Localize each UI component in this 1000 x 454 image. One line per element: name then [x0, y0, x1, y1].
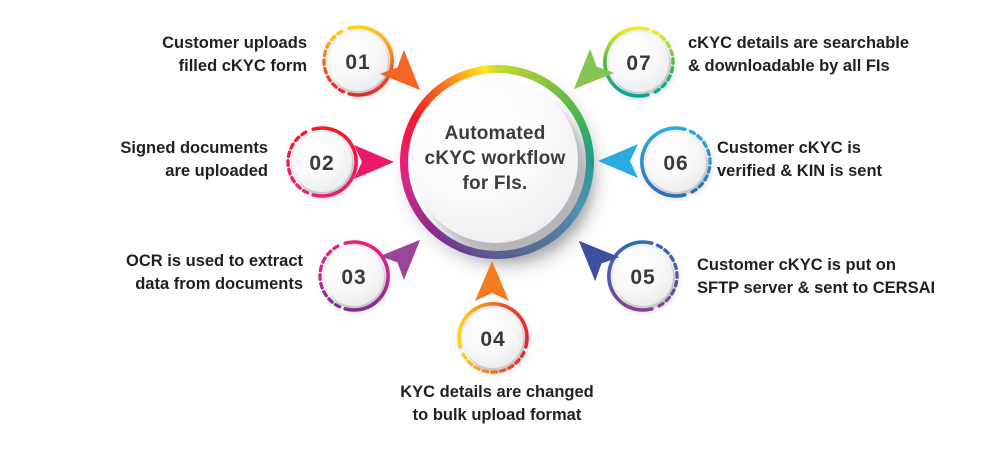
diagram-title-line: Automated — [444, 122, 546, 144]
center-hub: Automated cKYC workflow for FIs. — [412, 77, 578, 243]
step-03-number: 03 — [341, 266, 366, 289]
step-03-label: OCR is used to extract data from documen… — [83, 250, 303, 296]
diagram-title: Automated cKYC workflow for FIs. — [425, 121, 566, 196]
step-05-label-line: Customer cKYC is put on — [697, 256, 896, 274]
step-07-badge: 07 — [603, 26, 675, 98]
diagram-title-line: cKYC workflow — [424, 147, 566, 169]
step-01-label-line: Customer uploads — [162, 34, 307, 52]
step-04-label-line: to bulk upload format — [412, 406, 582, 424]
step-06-arrow-icon — [598, 144, 638, 178]
step-02-label: Signed documents are uploaded — [48, 137, 268, 183]
step-01-label-line: filled cKYC form — [178, 57, 307, 75]
step-03-badge: 03 — [318, 240, 390, 312]
step-07-label-line: & downloadable by all FIs — [688, 57, 890, 75]
step-05-label-line: SFTP server & sent to CERSAI — [697, 279, 936, 297]
step-01-number: 01 — [345, 51, 370, 74]
step-07-number: 07 — [626, 52, 651, 75]
step-04-number: 04 — [480, 328, 505, 351]
step-02-number: 02 — [309, 152, 334, 175]
step-06-label-line: Customer cKYC is — [717, 139, 861, 157]
center-hub-ring: Automated cKYC workflow for FIs. — [400, 65, 594, 261]
step-01-badge: 01 — [322, 25, 394, 97]
step-06-label-line: verified & KIN is sent — [717, 162, 883, 180]
step-05-badge: 05 — [607, 240, 679, 312]
step-03-label-line: OCR is used to extract — [126, 252, 303, 270]
step-06-number: 06 — [663, 152, 688, 175]
step-04-arrow-icon — [475, 261, 509, 301]
step-04-label-line: KYC details are changed — [400, 383, 594, 401]
step-07-label: cKYC details are searchable & downloadab… — [688, 32, 918, 78]
step-07-label-line: cKYC details are searchable — [688, 34, 910, 52]
step-02-label-line: are uploaded — [165, 162, 268, 180]
step-05-number: 05 — [630, 266, 655, 289]
step-06-badge: 06 — [640, 126, 712, 198]
step-02-badge: 02 — [286, 126, 358, 198]
step-05-label: Customer cKYC is put on SFTP server & se… — [697, 254, 937, 300]
center-hub-hole: Automated cKYC workflow for FIs. — [408, 73, 592, 261]
step-01-label: Customer uploads filled cKYC form — [87, 32, 307, 78]
step-04-badge: 04 — [457, 302, 529, 374]
step-04-label: KYC details are changed to bulk upload f… — [377, 381, 617, 427]
diagram-title-line: for FIs. — [462, 172, 528, 194]
step-02-label-line: Signed documents — [120, 139, 268, 157]
step-03-label-line: data from documents — [135, 275, 303, 293]
step-06-label: Customer cKYC is verified & KIN is sent — [717, 137, 937, 183]
